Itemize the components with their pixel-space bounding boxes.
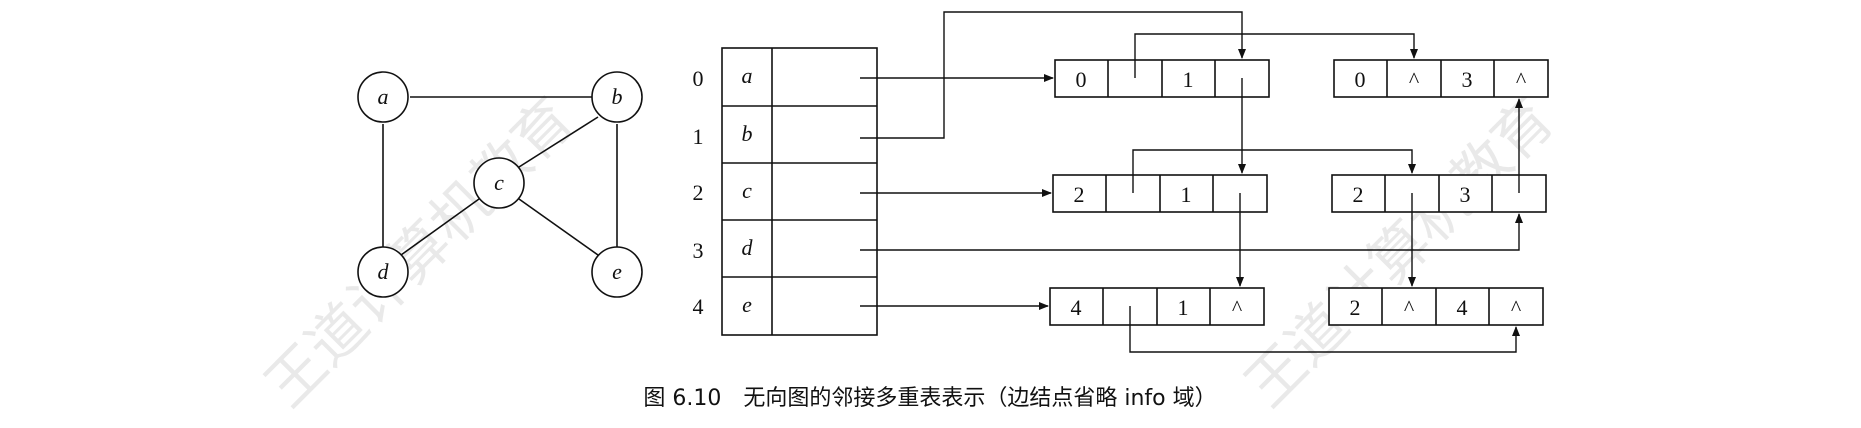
ivex: 4: [1071, 295, 1082, 320]
jvex: 4: [1457, 295, 1468, 320]
vertex-data-e: e: [742, 292, 752, 317]
edge-c-e: [518, 198, 599, 256]
ivex: 0: [1076, 67, 1087, 92]
vertex-table: 0 1 2 3 4 a b c d e: [693, 47, 878, 336]
vertex-e: e: [591, 246, 643, 298]
edge-c-d: [400, 198, 480, 256]
vertex-index-1: 1: [693, 124, 704, 149]
watermark-text-right: 王道计算机教育: [1232, 85, 1567, 420]
vertex-e-label: e: [612, 259, 622, 284]
edge-node-0-1: 0 1: [1054, 59, 1270, 98]
vertex-b-label: b: [612, 84, 623, 109]
vertex-data-c: c: [742, 178, 752, 203]
vertex-index-2: 2: [693, 180, 704, 205]
vertex-b: b: [591, 71, 643, 123]
edge-node-2-1: 2 1: [1052, 174, 1268, 213]
edge-b-c: [518, 116, 599, 168]
vertex-table-frame: [721, 47, 878, 336]
edge-node-4-1: 4 1 ^: [1049, 287, 1265, 326]
pointer-arrows: [860, 11, 1523, 353]
jvex: 1: [1181, 182, 1192, 207]
ivex: 0: [1355, 67, 1366, 92]
jvex: 1: [1178, 295, 1189, 320]
arrow-21-ilink: [1132, 149, 1416, 193]
vertex-data-d: d: [742, 235, 754, 260]
edge-node-0-3: 0 ^ 3 ^: [1333, 59, 1549, 98]
arrow-d-firstedge: [860, 213, 1523, 251]
vertex-a: a: [357, 71, 409, 123]
ivex: 2: [1074, 182, 1085, 207]
vertex-index-3: 3: [693, 238, 704, 263]
jlink: ^: [1516, 67, 1527, 92]
jvex: 1: [1183, 67, 1194, 92]
figure-caption: 图 6.10 无向图的邻接多重表表示（边结点省略 info 域）: [643, 386, 1216, 411]
vertex-c: c: [473, 157, 525, 209]
undirected-graph: a b c d e: [357, 71, 643, 298]
watermark: 王道计算机教育 王道计算机教育: [252, 85, 1567, 420]
jvex: 3: [1460, 182, 1471, 207]
watermark-text-left: 王道计算机教育: [252, 85, 587, 420]
arrow-41-ilink: [1129, 306, 1520, 353]
vertex-a-label: a: [378, 84, 389, 109]
ivex: 2: [1350, 295, 1361, 320]
jvex: 3: [1462, 67, 1473, 92]
edge-node-2-3: 2 3: [1331, 174, 1547, 213]
jlink: ^: [1511, 295, 1522, 320]
ilink: ^: [1404, 295, 1415, 320]
vertex-index-0: 0: [693, 66, 704, 91]
edge-node-2-4: 2 ^ 4 ^: [1328, 287, 1544, 326]
vertex-index-4: 4: [693, 294, 704, 319]
vertex-d: d: [357, 246, 409, 298]
arrow-01-ilink: [1134, 33, 1418, 78]
jlink: ^: [1232, 295, 1243, 320]
vertex-data-b: b: [742, 121, 753, 146]
vertex-c-label: c: [494, 170, 504, 195]
ivex: 2: [1353, 182, 1364, 207]
vertex-d-label: d: [378, 259, 390, 284]
ilink: ^: [1409, 67, 1420, 92]
vertex-data-a: a: [742, 63, 753, 88]
arrow-b-firstedge: [860, 11, 1246, 139]
